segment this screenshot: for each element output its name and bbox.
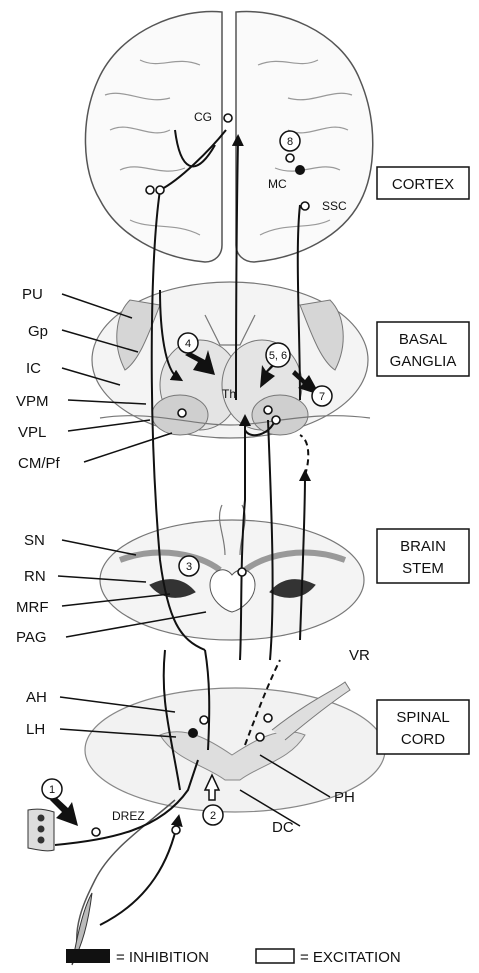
marker-5-6: 5, 6 — [266, 343, 290, 367]
svg-text:8: 8 — [287, 136, 293, 148]
label-vr: VR — [349, 647, 370, 664]
label-vpl: VPL — [18, 424, 46, 441]
svg-text:3: 3 — [186, 561, 192, 573]
marker-2: 2 — [203, 805, 223, 825]
svg-text:CORD: CORD — [401, 731, 445, 748]
svg-text:2: 2 — [210, 810, 216, 822]
label-ic: IC — [26, 360, 41, 377]
svg-text:7: 7 — [319, 391, 325, 403]
label-dc: DC — [272, 819, 294, 836]
region-label-spinal-cord: SPINAL CORD — [377, 700, 469, 754]
svg-text:SPINAL: SPINAL — [396, 709, 449, 726]
label-cm-pf: CM/Pf — [18, 455, 61, 472]
label-mc: MC — [268, 177, 287, 191]
svg-text:1: 1 — [49, 784, 55, 796]
label-lh: LH — [26, 721, 45, 738]
region-label-basal-ganglia: BASAL GANGLIA — [377, 322, 469, 376]
svg-text:CORTEX: CORTEX — [392, 176, 454, 193]
legend: = INHIBITION = EXCITATION — [66, 949, 401, 966]
legend-excitation-swatch — [256, 949, 294, 963]
marker-4: 4 — [178, 333, 198, 353]
label-th: Th — [222, 387, 236, 401]
label-gp: Gp — [28, 323, 48, 340]
label-mrf: MRF — [16, 599, 49, 616]
svg-text:5, 6: 5, 6 — [269, 350, 287, 362]
svg-text:GANGLIA: GANGLIA — [390, 353, 457, 370]
svg-text:BASAL: BASAL — [399, 331, 447, 348]
label-pu: PU — [22, 286, 43, 303]
label-ssc: SSC — [322, 199, 347, 213]
region-label-brain-stem: BRAIN STEM — [377, 529, 469, 583]
marker-3: 3 — [179, 556, 199, 576]
svg-text:BRAIN: BRAIN — [400, 538, 446, 555]
dorsal-horn-neuron-icon — [188, 728, 198, 738]
label-sn: SN — [24, 532, 45, 549]
legend-inhibition-label: = INHIBITION — [116, 949, 209, 966]
skin-segment-icon — [28, 809, 54, 851]
svg-text:4: 4 — [185, 338, 191, 350]
label-rn: RN — [24, 568, 46, 585]
cortex-hemispheres — [85, 12, 372, 262]
label-vpm: VPM — [16, 393, 49, 410]
basal-ganglia-section — [92, 282, 370, 438]
mc-neuron-icon — [295, 165, 305, 175]
marker-7: 7 — [312, 386, 332, 406]
brain-stem-section — [100, 505, 364, 640]
label-ah: AH — [26, 689, 47, 706]
marker-8: 8 — [280, 131, 300, 151]
region-label-cortex: CORTEX — [377, 167, 469, 199]
legend-inhibition-swatch — [66, 949, 110, 963]
marker-1: 1 — [42, 779, 62, 799]
label-ph: PH — [334, 789, 355, 806]
legend-excitation-label: = EXCITATION — [300, 949, 401, 966]
label-pag: PAG — [16, 629, 47, 646]
svg-text:STEM: STEM — [402, 560, 444, 577]
label-drez: DREZ — [112, 809, 145, 823]
label-cg: CG — [194, 110, 212, 124]
